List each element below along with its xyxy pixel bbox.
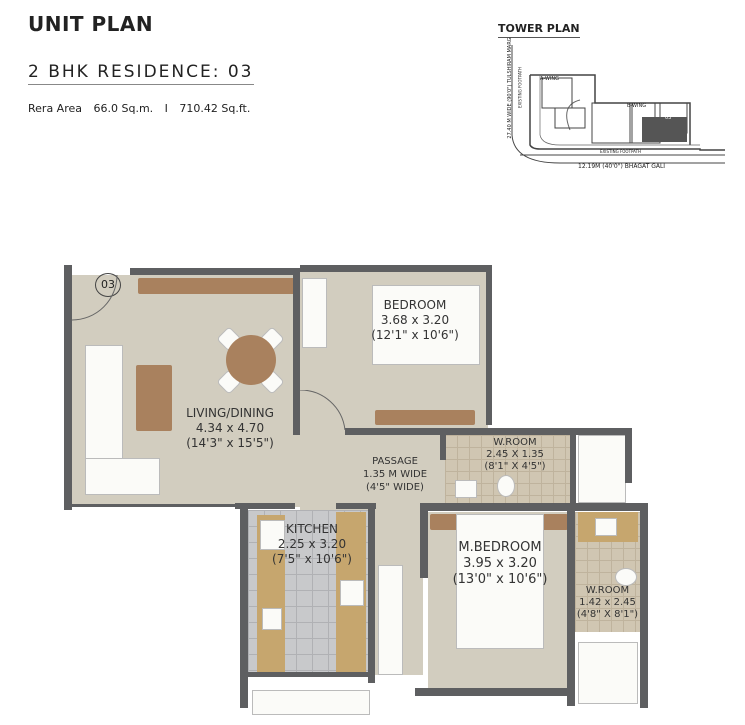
area-sqft: 710.42 Sq.ft. [179,102,251,115]
footpath-bottom-label: EXISTING FOOTPATH [600,149,642,154]
mbedroom-bed [456,514,544,649]
wroom1-toilet [497,475,515,497]
door-swing-icon [300,390,346,431]
passage-floor [300,430,445,510]
wroom2-label: W.ROOM 1.42 x 2.45 (4'8" X 8'1") [575,585,640,621]
a-wing-label: A-WING [540,76,559,82]
page-title: UNIT PLAN [28,12,154,36]
door-swing-icon [72,275,118,321]
living-dining-label: LIVING/DINING 4.34 x 4.70 (14'3" x 15'5"… [170,406,290,451]
kitchen-balcony [252,690,370,715]
wall [440,435,446,460]
unit-label: 03 [665,115,672,121]
unit-highlight [642,117,687,142]
wall [300,265,490,272]
wall [345,428,445,435]
room-name: M.BEDROOM [458,540,542,555]
fridge [260,520,285,550]
bedroom-wardrobe [302,278,327,348]
room-imperial: (13'0" x 10'6") [452,572,548,587]
wroom1-label: W.ROOM 2.45 X 1.35 (8'1" X 4'5") [470,437,560,473]
dining-table [226,335,276,385]
mbedroom-label: M.BEDROOM 3.95 x 3.20 (13'0" x 10'6") [445,540,555,588]
wroom2-balcony [578,642,638,704]
area-sqm: 66.0 Sq.m. [93,102,154,115]
room-imperial: (14'3" x 15'5") [186,436,274,450]
wall [72,504,240,507]
separator: I [164,102,168,115]
room-imperial: (4'8" X 8'1") [576,609,639,620]
room-name: BEDROOM [383,298,447,312]
passage-wardrobe [378,565,403,675]
wall [248,672,368,677]
wall [415,688,567,696]
room-imperial: (4'5" WIDE) [366,482,424,493]
hob-icon [340,580,364,606]
wall [640,503,648,708]
tower-plan-title: TOWER PLAN [498,22,580,38]
room-metric: 2.45 X 1.35 [486,449,544,460]
room-metric: 1.42 x 2.45 [579,597,636,608]
room-metric: 4.34 x 4.70 [195,421,265,435]
wall [567,511,575,706]
wall [420,503,428,578]
room-metric: 3.68 x 3.20 [380,313,450,327]
wroom2-toilet [615,568,637,586]
room-name: W.ROOM [493,437,537,448]
passage-label: PASSAGE 1.35 M WIDE (4'5" WIDE) [345,455,445,494]
road-bottom-label: 12.19M (40'0") BHAGAT GALI [578,163,666,170]
tower-plan-diagram [511,45,725,164]
wall [368,503,375,683]
wall [440,428,632,435]
room-metric: 3.95 x 3.20 [463,556,537,571]
room-metric: 2.25 x 3.20 [277,537,347,551]
wall [293,275,300,435]
bedroom-side-tables [375,410,475,425]
wall [64,265,72,510]
wall [486,265,492,425]
room-name: W.ROOM [585,585,630,596]
room-name: PASSAGE [372,456,418,467]
wall [240,503,248,708]
b-wing-label: B-WING [627,103,647,109]
room-metric: 1.35 M WIDE [362,469,428,480]
road-side-label: 27.40 M WIDE (90'0") TULSHIRAM MARG [507,37,513,139]
rera-area: Rera Area 66.0 Sq.m. I 710.42 Sq.ft. [28,102,258,115]
room-imperial: (7'5" x 10'6") [272,552,352,566]
wroom2-basin [595,518,617,536]
coffee-table [136,365,172,431]
wall [570,435,576,505]
wall [420,503,645,511]
room-name: LIVING/DINING [186,406,274,420]
room-imperial: (8'1" X 4'5") [484,461,546,472]
rera-label: Rera Area [28,102,82,115]
wall [235,503,295,509]
wall [336,503,376,509]
residence-title: 2 BHK RESIDENCE: 03 [28,62,254,85]
bedroom-bed [372,285,480,365]
room-imperial: (12'1" x 10'6") [371,328,459,342]
wroom1-basin [455,480,477,498]
sofa-chaise [85,458,160,495]
kitchen-sink [262,608,282,630]
wall [130,268,300,275]
wardrobe-living [138,278,296,294]
shower-area [578,435,626,503]
room-name: KITCHEN [286,522,338,536]
footpath-side-label: EXISTING FOOTPATH [517,66,523,109]
bedroom-label: BEDROOM 3.68 x 3.20 (12'1" x 10'6") [355,298,475,343]
wall [625,428,632,483]
unit-number-badge: 03 [95,273,121,297]
kitchen-label: KITCHEN 2.25 x 3.20 (7'5" x 10'6") [262,522,362,567]
